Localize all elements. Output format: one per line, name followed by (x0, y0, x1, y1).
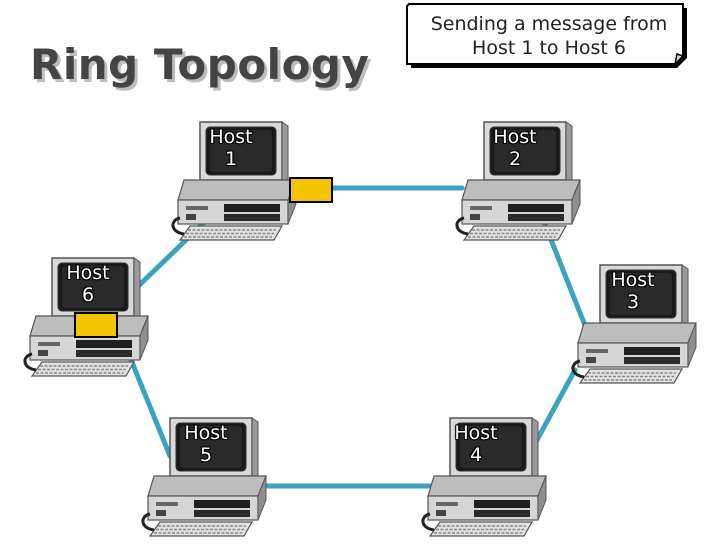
host-name-text: Host (184, 422, 228, 444)
host-2-computer (455, 121, 581, 241)
host-number-text: 1 (224, 148, 238, 170)
host-name-text: Host (493, 126, 537, 148)
data-packet-host-1 (289, 177, 333, 203)
host-number-text: 4 (469, 444, 483, 466)
host-3-computer (571, 264, 697, 384)
data-packet-host-6 (74, 312, 118, 338)
host-1-computer (171, 121, 297, 241)
host-number-text: 6 (81, 284, 95, 306)
host-number-text: 3 (626, 291, 640, 313)
host-4-computer (421, 417, 547, 537)
host-computers (23, 121, 697, 537)
callout-text: Sending a message from Host 1 to Host 6 (430, 13, 668, 59)
data-packets (74, 177, 333, 338)
host-number-text: 2 (508, 148, 522, 170)
host-name-text: Host (611, 269, 655, 291)
callout-box: Sending a message from Host 1 to Host 6 (405, 2, 693, 74)
host-name-text: Host (209, 126, 253, 148)
host-name-text: Host (66, 262, 110, 284)
host-name-text: Host (454, 422, 498, 444)
host-5-computer (141, 417, 267, 537)
host-number-text: 5 (199, 444, 213, 466)
page-title: Ring Topology (30, 40, 370, 89)
